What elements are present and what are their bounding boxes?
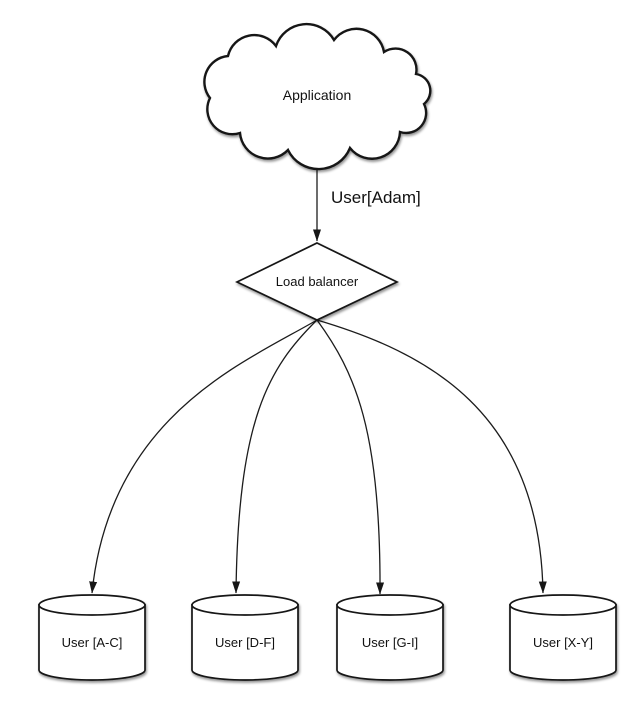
cylinder-top: [191, 594, 299, 616]
shard-label-d-f: User [D-F]: [215, 635, 275, 650]
cylinder-body: [191, 604, 299, 681]
load-balancer-label: Load balancer: [276, 274, 359, 289]
db-cylinder-user-d-f: [191, 594, 299, 681]
arrow-lb-to-shard-x-y: [316, 319, 547, 594]
shard-label-a-c: User [A-C]: [62, 635, 123, 650]
application-label: Application: [283, 87, 352, 103]
arrow-lb-to-shard-a-c: [89, 319, 318, 594]
shard-label-g-i: User [G-I]: [362, 635, 418, 650]
application-node: [203, 22, 432, 171]
arrow-lb-to-shard-d-f: [232, 319, 318, 594]
load-balancer-diamond: [235, 242, 399, 321]
db-cylinder-user-x-y: [509, 594, 617, 681]
load-balancer-node: [235, 242, 399, 321]
cylinder-body: [38, 604, 146, 681]
cylinder-top: [509, 594, 617, 616]
cylinder-top: [336, 594, 444, 616]
arrow-lb-to-shard-g-i: [316, 319, 385, 595]
shard-label-x-y: User [X-Y]: [533, 635, 593, 650]
db-cylinder-user-g-i: [336, 594, 444, 681]
cloud-shape: [203, 22, 432, 171]
edge-label-user-adam: User[Adam]: [331, 188, 421, 207]
db-cylinder-user-a-c: [38, 594, 146, 681]
cylinder-body: [336, 604, 444, 681]
cylinder-body: [509, 604, 617, 681]
cylinder-top: [38, 594, 146, 616]
